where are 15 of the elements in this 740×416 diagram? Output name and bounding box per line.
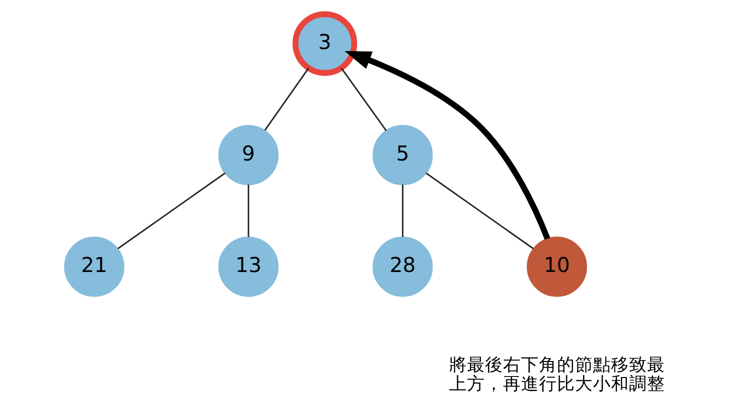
connector <box>402 184 404 237</box>
connector <box>340 68 387 132</box>
node-circle: 10 <box>526 236 587 297</box>
node-circle: 3 <box>292 11 358 76</box>
node-circle: 5 <box>372 125 433 186</box>
node-circle: 21 <box>64 236 124 297</box>
connector <box>117 172 226 250</box>
connector <box>426 172 534 250</box>
node-circle: 9 <box>218 125 279 186</box>
arrow <box>344 50 550 240</box>
connector <box>248 184 250 237</box>
node-circle: 13 <box>218 236 279 297</box>
node-circle: 28 <box>372 236 433 297</box>
node-label: 將最後右下角的節點移致最上方，再進行比大小和調整 <box>448 355 665 395</box>
connector <box>264 68 310 131</box>
